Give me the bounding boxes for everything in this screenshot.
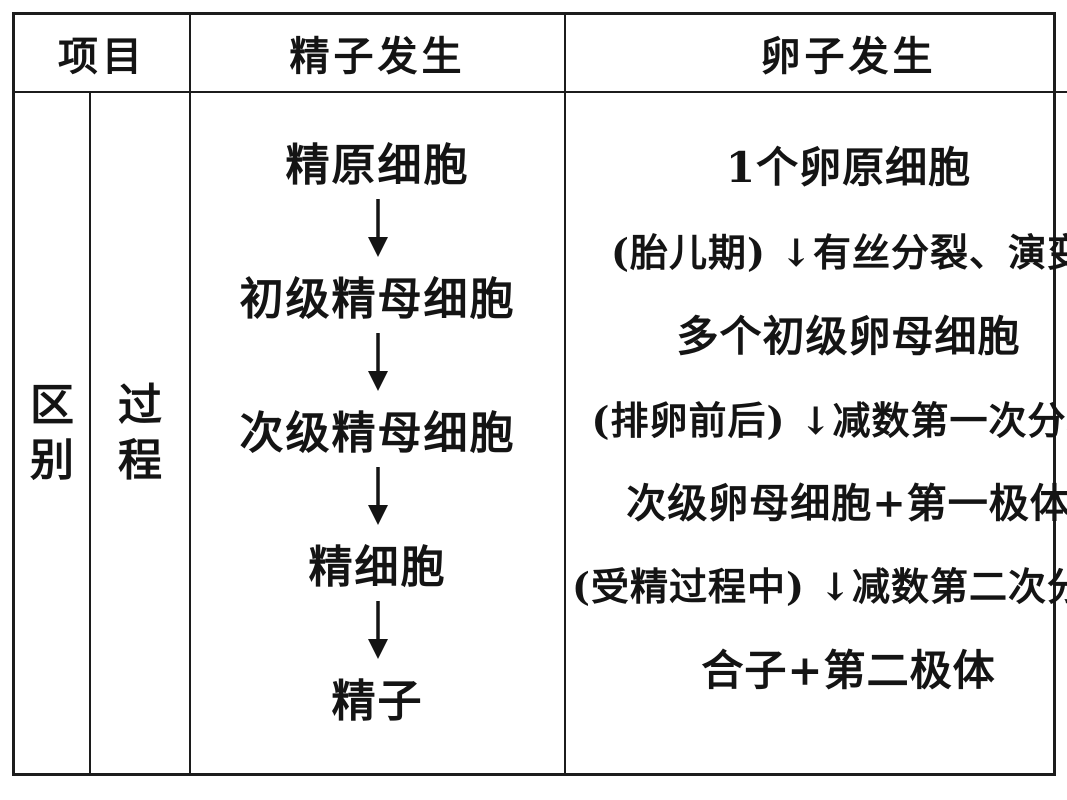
- row-label-difference: 区别: [15, 93, 91, 773]
- header-spermatogenesis-label: 精子发生: [289, 33, 466, 80]
- oogenesis-line-oogonium: 1个卵原细胞: [725, 143, 972, 193]
- flow-step-primary-spermatocyte: 初级精母细胞: [239, 274, 516, 325]
- header-oogenesis: 卵子发生: [566, 15, 1067, 93]
- comparison-table: 项目 精子发生 卵子发生 区别 过程 精原细胞 初级精母细胞: [12, 12, 1067, 776]
- flow-step-spermatogonium: 精原细胞: [285, 140, 470, 191]
- oogenesis-description: 1个卵原细胞 (胎儿期) ↓有丝分裂、演变 多个初级卵母细胞 (排卵前后) ↓减…: [566, 93, 1067, 773]
- flow-step-spermatid: 精细胞: [308, 542, 447, 593]
- row-label-process-text: 过程: [118, 380, 162, 486]
- header-item: 项目: [15, 15, 191, 93]
- down-arrow-icon: [367, 333, 388, 391]
- oogenesis-line-fetal-mitosis: (胎儿期) ↓有丝分裂、演变: [611, 229, 1067, 275]
- header-item-label: 项目: [58, 33, 146, 80]
- flow-step-secondary-spermatocyte: 次级精母细胞: [239, 408, 516, 459]
- oogenesis-line-zygote: 合子+第二极体: [701, 646, 996, 696]
- oogenesis-line-primary-oocytes: 多个初级卵母细胞: [676, 311, 1021, 361]
- header-oogenesis-label: 卵子发生: [760, 33, 937, 80]
- oogenesis-line-meiosis-one: (排卵前后) ↓减数第一次分裂: [591, 398, 1067, 444]
- down-arrow-icon: [367, 199, 388, 257]
- row-label-difference-text: 区别: [30, 380, 74, 486]
- down-arrow-icon: [367, 467, 388, 525]
- oogenesis-line-secondary-oocyte: 次级卵母细胞+第一极体: [626, 480, 1067, 528]
- flow-step-sperm: 精子: [331, 676, 424, 727]
- down-arrow-icon: [367, 601, 388, 659]
- spermatogenesis-flowchart: 精原细胞 初级精母细胞 次级精母细胞 精细胞 精子: [191, 93, 566, 773]
- header-spermatogenesis: 精子发生: [191, 15, 566, 93]
- oogenesis-line-meiosis-two: (受精过程中) ↓减数第二次分裂: [572, 564, 1067, 610]
- row-label-process: 过程: [91, 93, 191, 773]
